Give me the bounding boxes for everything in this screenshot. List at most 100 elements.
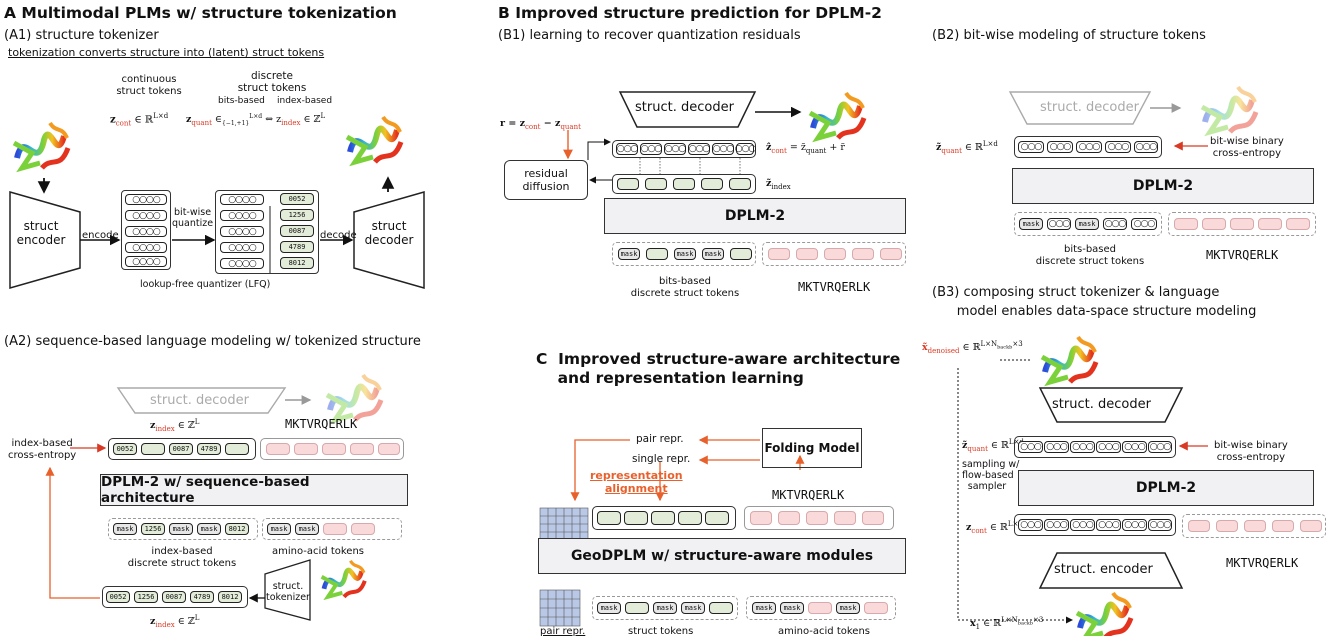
b1-ring-token: ○○○ [616,143,638,155]
b1-sequence: MKTVRQERLK [798,280,871,294]
b3-ring-token: ○○○ [1044,441,1069,453]
b3-cont-token: ○○○ [1122,519,1147,531]
pair-repr-grid-small [539,589,581,627]
aa-token [1300,520,1322,532]
b3-ring-token: ○○○ [1096,441,1121,453]
b1-top-token-container [612,140,756,158]
amino-acid-tokens-label: amino-acid tokens [272,546,365,557]
z-index-b1: z̃index [766,178,791,191]
aa-token [1188,520,1210,532]
a2-mid-token: 1256 [141,523,165,535]
b3-zquant-formula: z̃quant ∈ ℝL×d [962,438,1024,454]
b2-aa-container [1168,212,1316,236]
b2-struct-token-container [1014,212,1162,236]
a2-mid-aa-token: mask [295,523,319,535]
a2-z-index-top: zindex ∈ ℤL [150,418,200,434]
a2-top-token: 4789 [197,443,221,455]
a2-top-token [225,443,249,455]
a2-mid-aa-container [262,518,402,540]
b3-sequence: MKTVRQERLK [1226,556,1299,570]
c-pair-repr-label: pair repr. [540,626,586,637]
bits-token-row: ○○○○ [220,194,264,205]
b2-struct-token: mask [1019,218,1043,230]
aa-token [768,248,790,260]
c-sequence: MKTVRQERLK [772,488,845,502]
b3-ring-token: ○○○ [1148,441,1172,453]
c-aa-token-container [746,596,896,620]
a2-struct-decoder-label: struct. decoder [150,393,249,408]
b3-cont-container [1014,514,1176,536]
c-aa-token [864,602,888,614]
continuous-tokens-label: continuous struct tokens [116,74,182,97]
a2-bottom-token-container [102,586,248,608]
c-struct-token: mask [681,602,705,614]
struct-encoder-shape [9,191,81,289]
struct-decoder-label: struct decoder [364,219,414,247]
b3-cont-token: ○○○ [1018,519,1043,531]
x-denoised-formula: x̃denoised ∈ ℝL×Nbackb×3 [922,340,1023,356]
b3-cont-token: ○○○ [1148,519,1172,531]
b3-cont-token: ○○○ [1070,519,1095,531]
a2-bottom-token: 0052 [106,591,130,603]
b2-struct-token: ○○○ [1131,218,1157,230]
a2-top-token-container [108,438,256,460]
a2-bottom-token: 4789 [190,591,214,603]
cont-token-row: ○○○○ [125,256,167,267]
c-aa-token: mask [780,602,804,614]
protein-structure-output [347,117,401,162]
a2-top-token [141,443,165,455]
a2-mid-aa-token: mask [267,523,291,535]
a2-top-token: 0052 [113,443,137,455]
b3-cont-token: ○○○ [1044,519,1069,531]
aa-token [1202,218,1226,230]
a2-mid-aa-token [323,523,347,535]
b3-zcont-formula: zcont ∈ ℝL×d [966,520,1023,536]
bits-token-row: ○○○○ [220,226,264,237]
a1-title: (A1) structure tokenizer [4,28,159,43]
aa-token [778,511,800,525]
b1-struct-token: mask [674,248,696,260]
b2-ring-token: ○○○ [1076,141,1102,153]
zhat-cont-formula: ẑcont = z̃quant + r̃ [766,142,845,155]
b1-index-token [645,178,667,190]
cont-token-row: ○○○○ [125,210,167,221]
aa-token [834,511,856,525]
b1-aa-container [762,242,906,266]
b2-sequence: MKTVRQERLK [1206,248,1279,262]
a2-bottom-token: 0087 [162,591,186,603]
b1-ring-token: ○○○ [640,143,662,155]
encode-label: encode [82,230,119,241]
c-struct-token [625,602,649,614]
aa-token [862,511,884,525]
b1-struct-token: mask [702,248,724,260]
single-repr-label: single repr. [632,453,691,465]
b1-ring-token: ○○○ [664,143,686,155]
b2-ring-token: ○○○ [1134,141,1158,153]
b3-dplm2-box: DPLM-2 [1018,470,1314,506]
a2-title: (A2) sequence-based language modeling w/… [4,334,421,349]
index-token: 8012 [280,257,314,269]
b3-ring-container [1014,436,1176,458]
a2-mid-token: mask [169,523,193,535]
index-token: 0052 [280,193,314,205]
a2-bottom-token: 8012 [218,591,242,603]
b3-ring-token: ○○○ [1070,441,1095,453]
c-aa-token: mask [752,602,776,614]
b2-ring-token: ○○○ [1018,141,1044,153]
aa-token [1244,520,1266,532]
residual-formula: r = zcont − zquant [500,118,581,131]
c-aa-token [808,602,832,614]
b3-struct-decoder-label: struct. decoder [1052,397,1151,412]
index-based-label: index-based [277,96,333,106]
a2-mid-token: mask [113,523,137,535]
index-token: 1256 [280,209,314,221]
b3-ring-token: ○○○ [1122,441,1147,453]
a2-sequence: MKTVRQERLK [285,417,358,431]
b1-ring-token: ○○○ [734,143,756,155]
b1-struct-token [730,248,752,260]
bits-token-row: ○○○○ [220,242,264,253]
aa-token [378,443,400,455]
sampling-label: sampling w/ flow-based sampler [962,459,1020,492]
b2-bits-based-label: bits-based discrete struct tokens [1035,244,1145,267]
